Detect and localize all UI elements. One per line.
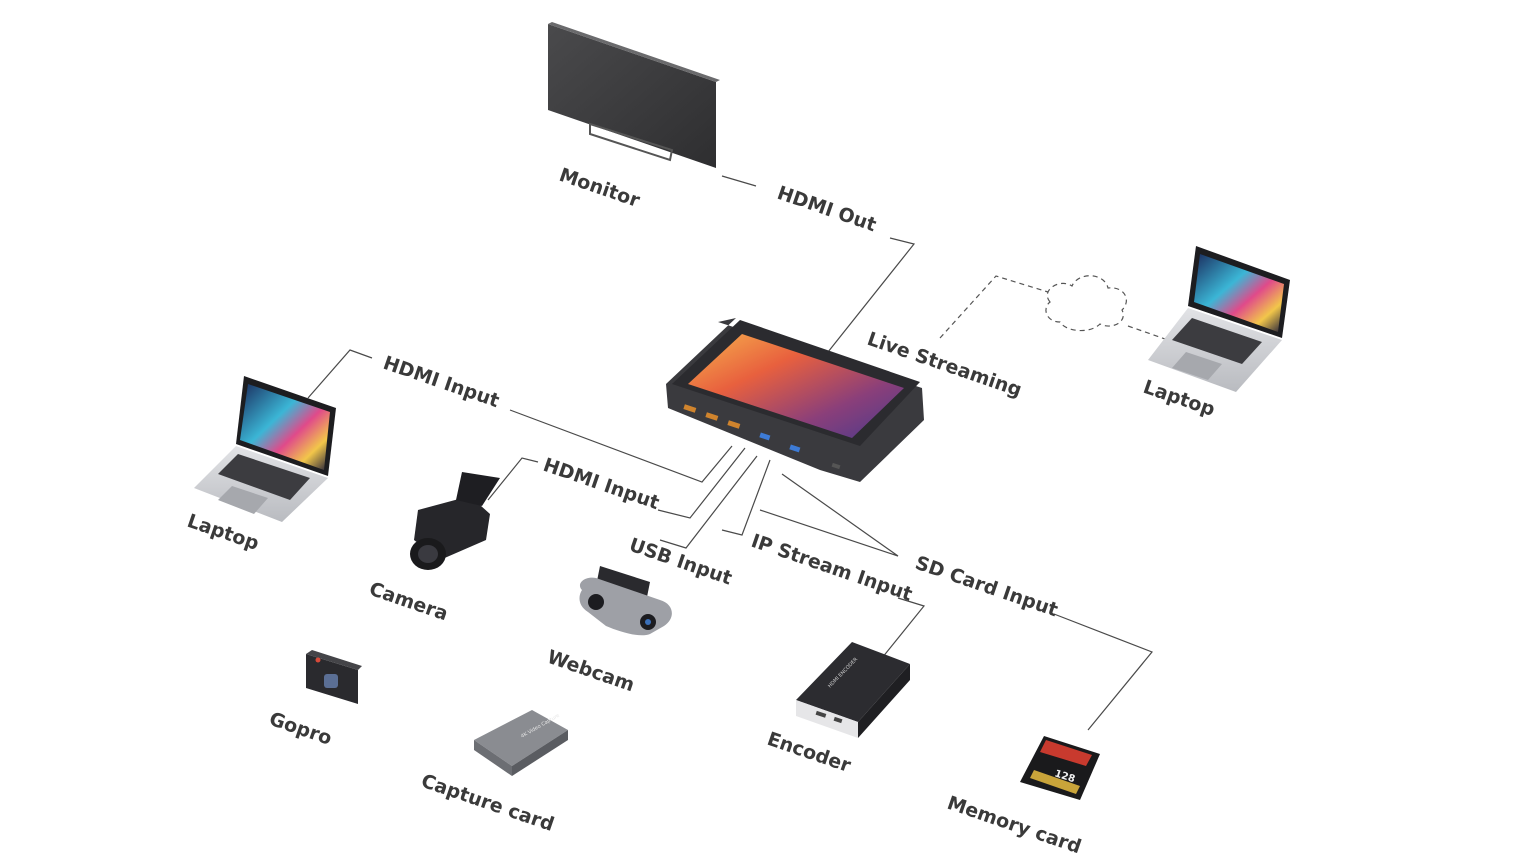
webcam-lens-right-glint xyxy=(645,619,651,625)
laptop-right-screen xyxy=(1194,254,1284,332)
monitor-edge xyxy=(548,22,720,82)
laptop-right-trackpad xyxy=(1172,352,1222,380)
hdmi-input-camera-line-2 xyxy=(657,447,746,519)
laptop-right-device xyxy=(1148,246,1290,392)
usb-port-1 xyxy=(759,432,771,441)
memory-card-stripe xyxy=(1030,770,1080,794)
label-sd-card-input: SD Card Input xyxy=(912,552,1060,621)
central-device xyxy=(666,318,924,482)
hdmi-out-line xyxy=(721,175,757,187)
hdmi-out-line-2 xyxy=(827,237,916,353)
capture-card-device: 4K Video Capture xyxy=(474,710,568,776)
gopro-lens xyxy=(324,674,338,688)
laptop-left-screen xyxy=(240,384,330,470)
label-laptop-left: Laptop xyxy=(184,510,261,555)
hdmi-port-1 xyxy=(683,404,697,413)
laptop-left-keyboard xyxy=(218,454,310,500)
monitor-screen xyxy=(548,24,716,168)
camera-lens-ring xyxy=(418,545,438,563)
ip-stream-input-line xyxy=(721,459,771,536)
laptop-right-keyboard xyxy=(1172,318,1262,364)
hdmi-input-laptop-line xyxy=(307,349,373,399)
encoder-right xyxy=(858,664,910,738)
label-ip-stream-input: IP Stream Input xyxy=(748,530,915,606)
memory-card-device: 128 xyxy=(1020,736,1100,800)
encoder-top xyxy=(796,642,910,722)
connector-lines xyxy=(307,175,1169,731)
label-webcam: Webcam xyxy=(544,646,637,696)
hdmi-port-2 xyxy=(705,412,719,421)
label-camera: Camera xyxy=(366,578,450,625)
label-hdmi-out: HDMI Out xyxy=(774,182,879,236)
label-memory-card: Memory card xyxy=(944,792,1084,858)
encoder-port-2 xyxy=(833,716,843,724)
label-laptop-right: Laptop xyxy=(1140,376,1217,421)
webcam-lens-left xyxy=(588,594,604,610)
capture-card-front xyxy=(512,730,568,776)
capture-card-side xyxy=(474,740,512,776)
hdmi-port-3 xyxy=(727,420,741,429)
label-gopro: Gopro xyxy=(266,708,334,750)
usb-port-2 xyxy=(789,444,801,453)
device-screen xyxy=(688,334,904,438)
gopro-record-light xyxy=(315,657,321,663)
hdmi-input-camera-line xyxy=(487,457,539,501)
laptop-left-device xyxy=(194,376,336,522)
encoder-device: HDMI ENCODER xyxy=(796,642,910,738)
webcam-device xyxy=(579,566,672,636)
sd-card-input-line-2 xyxy=(1053,613,1153,731)
memory-card-band xyxy=(1040,740,1092,766)
usb-input-line xyxy=(659,455,758,549)
sd-card-input-line xyxy=(759,473,899,557)
label-capture-card: Capture card xyxy=(418,770,557,836)
label-hdmi-input-laptop: HDMI Input xyxy=(380,352,502,412)
gopro-device xyxy=(306,650,362,704)
capture-card-top xyxy=(474,710,568,766)
laptop-left-trackpad xyxy=(218,486,268,514)
encoder-port-1 xyxy=(815,710,827,718)
monitor-device xyxy=(548,22,720,168)
gopro-top xyxy=(306,650,362,670)
camera-device xyxy=(410,472,500,570)
cloud-icon xyxy=(1045,275,1127,332)
hdmi-input-laptop-line-2 xyxy=(509,409,733,483)
label-monitor: Monitor xyxy=(556,164,643,212)
monitor-stand xyxy=(589,122,674,162)
device-ports xyxy=(683,404,841,470)
live-streaming-dashed-line-2 xyxy=(1127,325,1169,341)
camera-handle xyxy=(456,472,500,506)
encoder-side xyxy=(796,700,858,738)
ip-stream-input-line-2 xyxy=(881,597,926,659)
live-streaming-dashed-line xyxy=(939,275,1049,339)
label-encoder: Encoder xyxy=(764,728,854,777)
sd-slot xyxy=(831,462,841,470)
label-hdmi-input-camera: HDMI Input xyxy=(540,454,662,514)
